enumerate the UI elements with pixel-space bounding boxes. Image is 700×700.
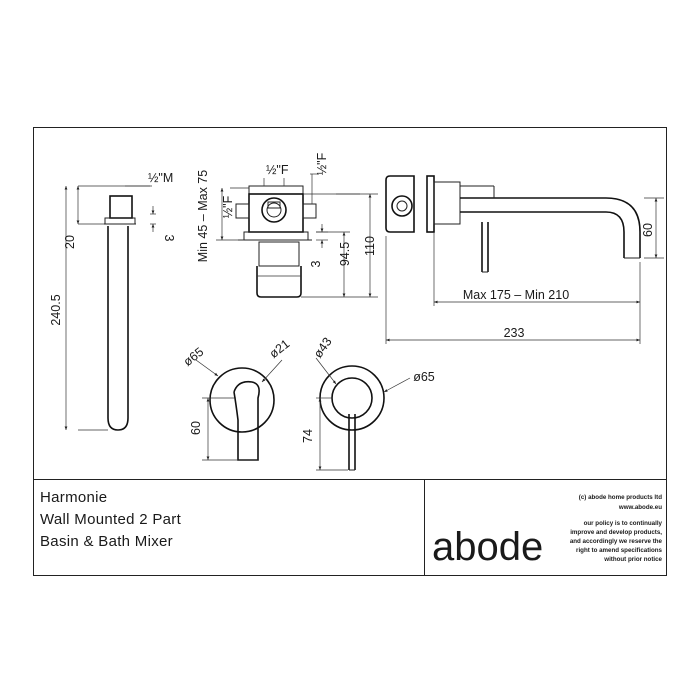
mixer-side-view	[385, 175, 664, 344]
plate-inner-dia-label: ø43	[311, 335, 335, 361]
title-line-2: Wall Mounted 2 Part	[40, 511, 182, 528]
policy-line-4: right to amend specifications	[576, 547, 663, 554]
spout-3-label: 3	[162, 235, 176, 242]
plate-74-label: 74	[301, 429, 315, 443]
mixer-233-label: 233	[504, 326, 525, 340]
policy-line-5: without prior notice	[603, 556, 662, 563]
mixer-60-label: 60	[641, 223, 655, 237]
policy-line-3: and accordingly we reserve the	[570, 538, 663, 545]
lever-front-view	[195, 359, 283, 461]
body-top-thread-label: ½"F	[266, 163, 289, 177]
concealed-body-view	[216, 173, 378, 298]
body-side-thread-left-label: ½"F	[221, 195, 235, 218]
policy-line-1: our policy is to continually	[584, 520, 663, 527]
lever-dia-label: ø21	[267, 337, 293, 361]
lever-plate-dia-label: ø65	[181, 345, 207, 369]
plate-outer-dia-label: ø65	[413, 370, 435, 384]
body-3-label: 3	[309, 260, 323, 267]
company-website: www.abode.eu	[618, 504, 662, 511]
title-line-3: Basin & Bath Mixer	[40, 533, 173, 550]
spout-side-view	[64, 185, 156, 431]
brand-logo: abode	[432, 525, 543, 569]
spout-thread-label: ½"M	[148, 171, 173, 185]
company-copyright: (c) abode home products ltd	[579, 494, 662, 501]
body-depth-range-label: Min 45 – Max 75	[196, 170, 210, 262]
plate-front-view	[315, 357, 411, 471]
spout-length-label: 240.5	[49, 294, 63, 325]
body-side-thread-right-label: ½"F	[315, 152, 329, 175]
policy-line-2: improve and develop products,	[570, 529, 662, 536]
body-94-5-label: 94.5	[338, 242, 352, 266]
title-line-1: Harmonie	[40, 489, 107, 506]
lever-60-label: 60	[189, 421, 203, 435]
mixer-reach-label: Max 175 – Min 210	[463, 288, 569, 302]
spout-20-label: 20	[63, 235, 77, 249]
body-110-label: 110	[363, 236, 377, 256]
drawing-frame	[33, 127, 667, 576]
